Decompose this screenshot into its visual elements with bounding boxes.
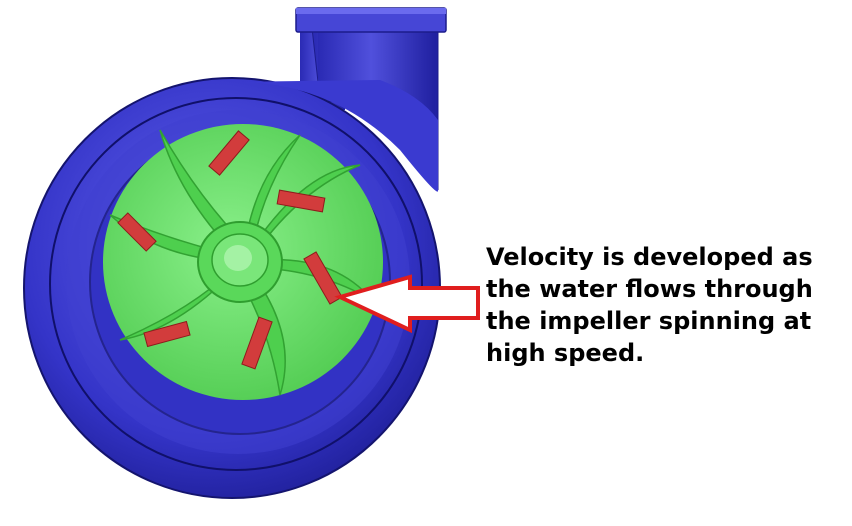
impeller bbox=[103, 124, 383, 400]
annotation-line: the water flows through bbox=[486, 275, 813, 303]
annotation-line: the impeller spinning at bbox=[486, 307, 812, 335]
arrow-icon bbox=[334, 274, 480, 334]
impeller-hub bbox=[197, 221, 283, 303]
annotation-line: high speed. bbox=[486, 339, 645, 367]
annotation-line: Velocity is developed as bbox=[486, 243, 813, 271]
annotation-text: Velocity is developed as the water flows… bbox=[486, 241, 846, 369]
vane-markers bbox=[117, 130, 343, 370]
